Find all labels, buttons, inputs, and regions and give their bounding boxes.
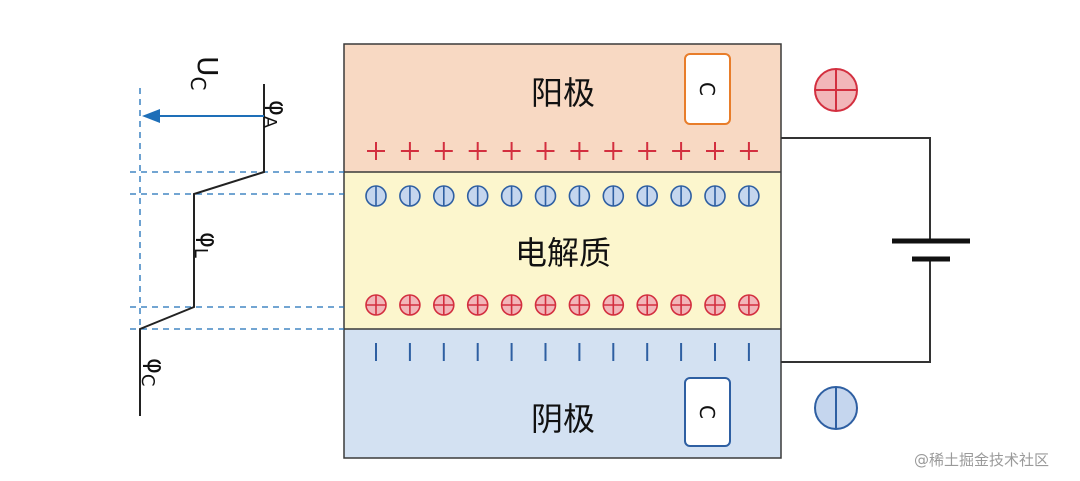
phi-c-label-main: φ (142, 358, 170, 374)
positive-ion-icon (365, 294, 387, 316)
cell-outline (343, 43, 782, 459)
negative-ion-icon (636, 185, 659, 207)
positive-ion-icon (738, 294, 760, 316)
negative-ion-icon (365, 185, 387, 207)
potential-guide-lines (130, 88, 344, 330)
phi-c-label-sub: C (137, 374, 158, 387)
cathode-carbon-label: C (695, 405, 719, 419)
positive-ion-icon (534, 294, 557, 316)
positive-ion-icon (602, 294, 625, 316)
uc-arrow-head (142, 109, 160, 123)
cathode-surface-charges (375, 343, 750, 361)
positive-ion-icon (636, 294, 659, 316)
positive-ion-icon (399, 294, 421, 316)
negative-ion-icon (704, 185, 726, 207)
positive-charge-mark (536, 142, 555, 160)
positive-charge-mark (570, 142, 589, 160)
phi-a-label-main: φ (264, 100, 292, 116)
anode-carbon-box (684, 53, 731, 125)
negative-ion-icon (500, 185, 523, 207)
uc-label: UC (186, 56, 224, 90)
positive-charge-mark (367, 142, 385, 160)
cathode-carbon-box (684, 377, 731, 447)
positive-charge-mark (739, 142, 758, 160)
negative-ion-icon (670, 185, 692, 207)
phi-a-label: φA (259, 100, 292, 129)
positive-charge-mark (604, 142, 623, 160)
positive-charge-mark (400, 142, 419, 160)
phi-l-label: φL (190, 232, 223, 258)
positive-charge-mark (468, 142, 487, 160)
anode-label: 阳极 (531, 74, 595, 112)
negative-polarity-icon (814, 386, 858, 430)
watermark: @稀土掘金技术社区 (914, 451, 1050, 469)
positive-ion-icon (670, 294, 692, 316)
phi-l-label-main: φ (195, 232, 223, 248)
positive-ion-icon (432, 294, 455, 316)
cathode-label: 阴极 (531, 400, 595, 438)
positive-ion-icon (704, 294, 726, 316)
positive-charge-mark (502, 142, 521, 160)
phi-c-label: φC (137, 358, 170, 386)
phi-a-label-sub: A (259, 116, 280, 129)
negative-ion-icon (466, 185, 489, 207)
negative-ion-icon (568, 185, 591, 207)
positive-ion-icon (466, 294, 489, 316)
electrolyte-positive-ions (365, 294, 760, 316)
negative-ion-icon (534, 185, 557, 207)
positive-charge-mark (706, 142, 724, 160)
external-wire (781, 137, 931, 241)
negative-ion-icon (432, 185, 455, 207)
phi-l-label-sub: L (190, 248, 211, 258)
positive-charge-mark (672, 142, 691, 160)
negative-ion-icon (399, 185, 421, 207)
negative-ion-icon (602, 185, 625, 207)
external-wire-lower (781, 259, 931, 363)
potential-profile (139, 84, 265, 416)
negative-ion-icon (738, 185, 760, 207)
anode-surface-charges (367, 142, 758, 160)
positive-ion-icon (568, 294, 591, 316)
positive-charge-mark (434, 142, 453, 160)
positive-ion-icon (500, 294, 523, 316)
uc-label-sub: C (186, 77, 210, 91)
positive-charge-mark (638, 142, 657, 160)
anode-carbon-label: C (695, 82, 719, 96)
electrolyte-negative-ions (365, 185, 760, 207)
positive-polarity-icon (814, 68, 858, 112)
uc-label-main: U (191, 56, 224, 77)
electrolyte-label: 电解质 (515, 234, 611, 272)
